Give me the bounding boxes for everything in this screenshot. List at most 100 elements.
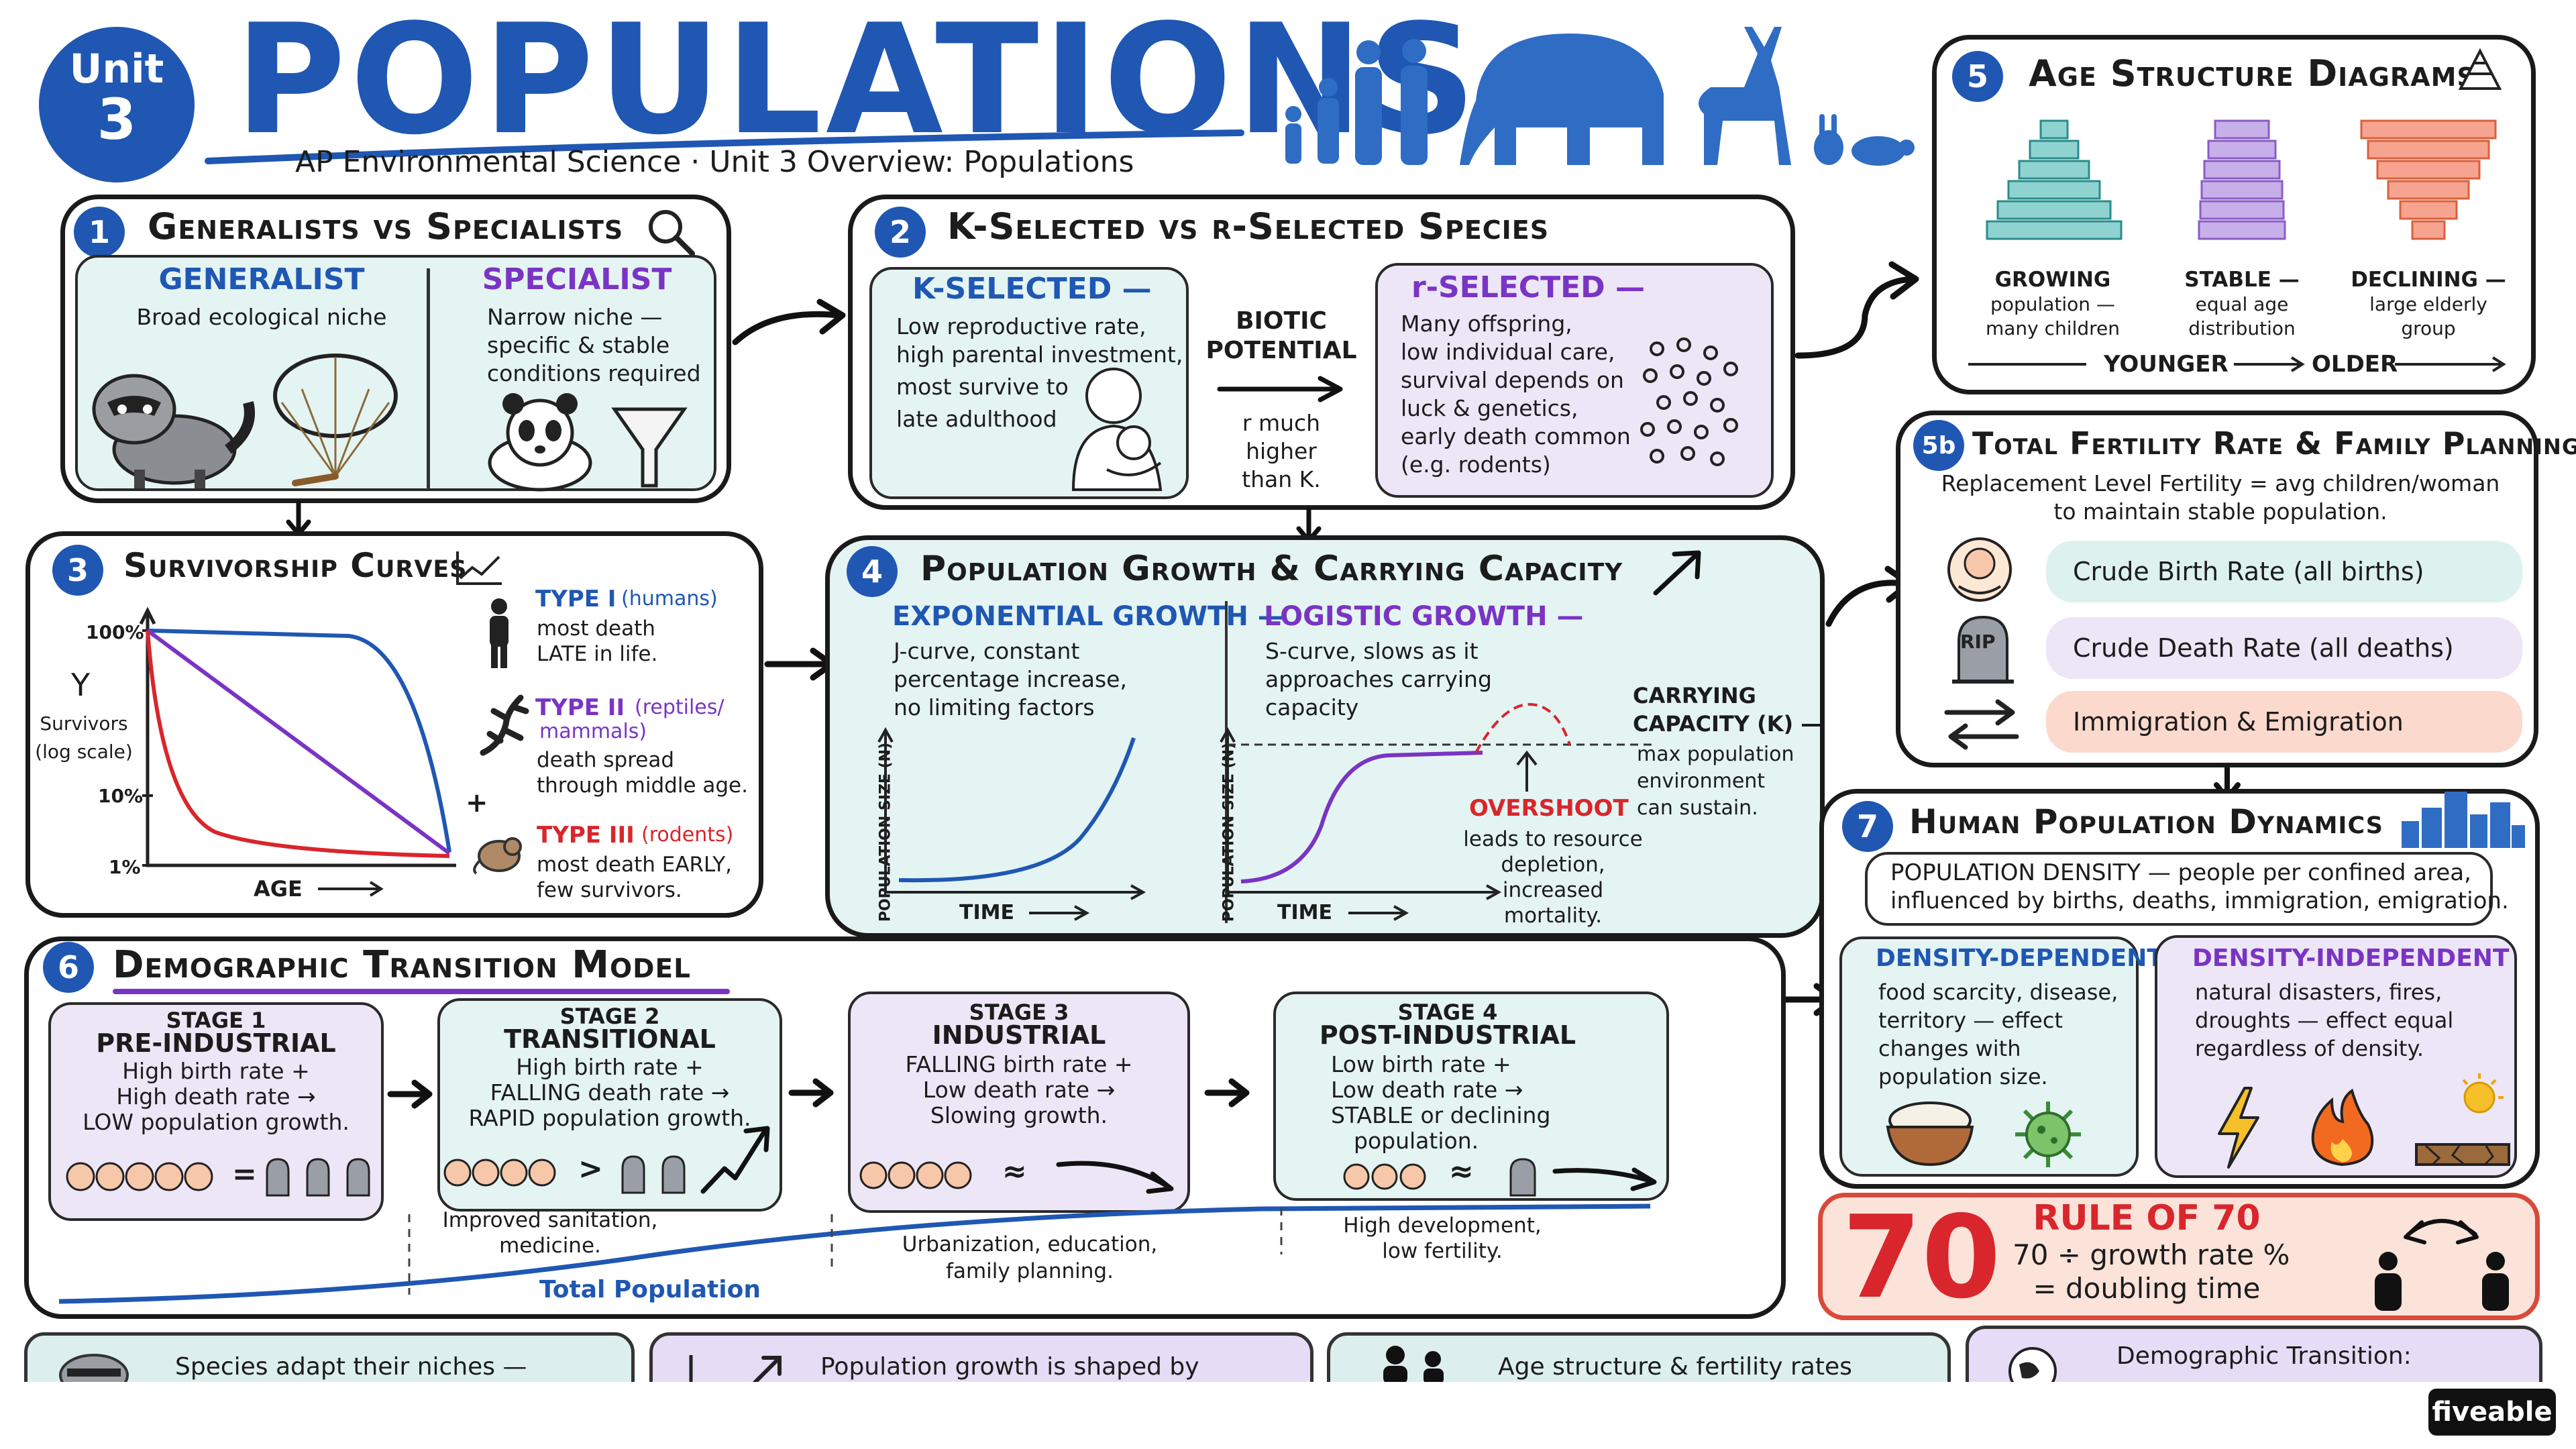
overshoot-text-1: leads to resource [1463, 827, 1643, 851]
rule-of-70-box [1818, 1193, 2540, 1320]
lizard-icon [480, 694, 529, 756]
r-text-3: survival depends on [1401, 367, 1624, 393]
babies-icon [859, 1161, 972, 1189]
section-title: Survivorship Curves [123, 546, 468, 585]
exp-text-1: J-curve, constant [894, 638, 1080, 664]
section-title: Human Population Dynamics [1909, 802, 2383, 841]
k-text-3: most survive to [896, 374, 1069, 400]
declining-label-2: large elderly [2369, 293, 2487, 315]
stage-4-line-1: Low birth rate + [1331, 1051, 1511, 1077]
chart-icon [456, 551, 502, 585]
stage-3-line-1: FALLING birth rate + [905, 1051, 1133, 1077]
rule-70-line-1: 70 ÷ growth rate % [2012, 1238, 2290, 1271]
plus-sign: + [466, 788, 488, 818]
page-title: POPULATIONS [235, 0, 1481, 168]
y-axis-label-2: Survivors [40, 712, 128, 735]
type-1-curve [147, 629, 451, 853]
unit-badge: Unit 3 [39, 27, 195, 182]
carrying-capacity-2: CAPACITY (K) — [1633, 711, 1823, 737]
density-text-1: POPULATION DENSITY — people per confined… [1890, 859, 2471, 886]
growing-label-1: GROWING [1994, 268, 2111, 292]
type-3-sub: (rodents) [641, 823, 734, 847]
carrying-capacity-5: can sustain. [1637, 796, 1758, 820]
tombstones-icon [621, 1155, 686, 1194]
growth-zigzag-icon [700, 1126, 770, 1194]
growing-label-2: population — [1990, 293, 2115, 315]
stage-1-symbol: = [232, 1157, 257, 1191]
note-3-line-2: low fertility. [1382, 1239, 1503, 1263]
section-number: 4 [847, 546, 898, 597]
type-1-text-2: LATE in life. [537, 642, 658, 666]
note-1-line-1: Improved sanitation, [442, 1208, 658, 1232]
di-text-2: droughts — effect equal [2195, 1008, 2454, 1033]
density-dependent-title: DENSITY-DEPENDENT [1876, 945, 2163, 972]
section-number: 6 [43, 942, 94, 993]
type-2-curve [146, 629, 451, 855]
type-3-title: TYPE III [537, 822, 635, 849]
r-text-1: Many offspring, [1401, 311, 1572, 337]
section-number: 1 [74, 207, 125, 258]
type-1-sub: (humans) [621, 587, 718, 610]
raccoon-icon [92, 374, 255, 488]
fiveable-logo[interactable]: fiveable [2428, 1389, 2556, 1436]
generalist-specialist-box [75, 255, 716, 491]
biotic-arrow-icon [1217, 376, 1343, 402]
page-subtitle: AP Environmental Science · Unit 3 Overvi… [295, 145, 1134, 179]
di-text-3: regardless of density. [2195, 1036, 2424, 1061]
footer-card-1-text: Species adapt their niches — [175, 1353, 527, 1381]
rule-70-line-2: = doubling time [2033, 1272, 2261, 1305]
younger-label: YOUNGER [2104, 351, 2229, 378]
title-underline [205, 129, 1244, 164]
stage-3-line-2: Low death rate → [922, 1077, 1116, 1103]
declining-label-3: group [2401, 317, 2456, 339]
stage-4-label: STAGE 4 [1397, 1000, 1498, 1025]
specialist-text-2: specific & stable [487, 332, 670, 358]
r-selected-box [1375, 263, 1774, 498]
panda-icon [488, 393, 592, 492]
type-1-title: TYPE I [535, 586, 616, 612]
tombstone-icon [1952, 615, 2014, 684]
human-icon [490, 598, 508, 668]
stage-arrow-2 [788, 1078, 834, 1108]
type-2-sub-2: mammals) [539, 720, 647, 743]
tombstone-icon [1509, 1158, 1536, 1197]
k-text-2: high parental investment, [896, 341, 1183, 368]
footer-card-4-text: Demographic Transition: [2116, 1342, 2412, 1370]
stage-4-name: POST-INDUSTRIAL [1319, 1020, 1576, 1050]
stage-2-line-3: RAPID population growth. [468, 1105, 751, 1131]
rule-70-title: RULE OF 70 [2033, 1198, 2261, 1238]
section-title: Total Fertility Rate & Family Planning [1972, 425, 2576, 462]
di-text-1: natural disasters, fires, [2195, 979, 2443, 1005]
survivorship-chart [139, 606, 456, 867]
carrying-capacity-1: CARRYING [1633, 683, 1756, 708]
stable-label-3: distribution [2188, 317, 2296, 339]
log-text-3: capacity [1265, 694, 1359, 720]
specialist-title: SPECIALIST [482, 262, 672, 297]
parent-child-icon [1071, 368, 1163, 491]
overshoot-text-4: mortality. [1503, 904, 1603, 928]
type-2-text-2: through middle age. [537, 773, 748, 798]
exp-text-2: percentage increase, [894, 666, 1127, 692]
density-independent-title: DENSITY-INDEPENDENT [2192, 945, 2510, 972]
magnifier-icon [649, 210, 695, 256]
y-tick-100: 100% [86, 621, 144, 643]
specialist-text-1: Narrow niche — [487, 304, 663, 330]
fire-icon [2311, 1088, 2374, 1167]
x-arrow-exp [1029, 905, 1090, 921]
title-underline [113, 989, 730, 994]
stage-2-symbol: > [578, 1152, 603, 1186]
k-selected-title: K-SELECTED — [912, 272, 1152, 306]
panel-population-growth [825, 535, 1825, 938]
stage-3-line-3: Slowing growth. [930, 1102, 1108, 1128]
k-text-1: Low reproductive rate, [896, 313, 1146, 339]
section-title: Population Growth & Carrying Capacity [920, 549, 1623, 589]
stage-4-line-3: STABLE or declining [1331, 1102, 1551, 1128]
pyramid-icon [2458, 48, 2502, 90]
overshoot-text-3: increased [1502, 878, 1604, 902]
section-number: 3 [52, 545, 103, 596]
x-axis-log: TIME [1277, 901, 1332, 924]
footer-card-3-text: Age structure & fertility rates [1498, 1353, 1852, 1381]
type-3-text-2: few survivors. [537, 878, 682, 902]
y-tick-10: 10% [98, 785, 144, 807]
stage-2-line-2: FALLING death rate → [490, 1079, 730, 1106]
